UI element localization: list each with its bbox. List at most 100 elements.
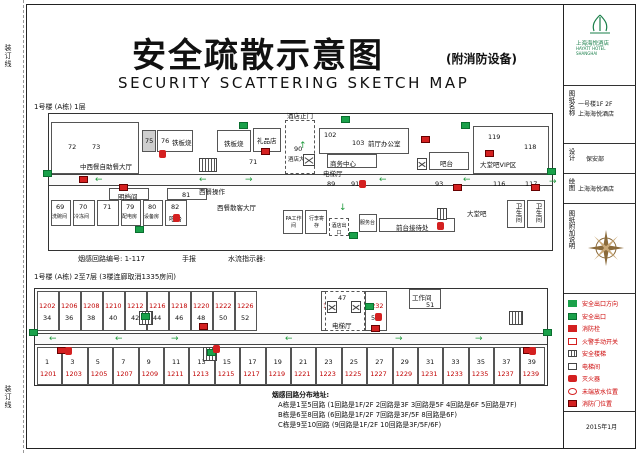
page-title-english: SECURITY SCATTERING SKETCH MAP — [118, 74, 470, 92]
room-1221: 21 1221 — [291, 347, 317, 385]
room-number: 1221 — [294, 370, 311, 378]
room-sub-number: 38 — [87, 314, 96, 322]
room-equipment: 80 设备房 — [143, 200, 163, 226]
exit-direction-icon — [568, 300, 577, 307]
room-label: 明档间 — [118, 193, 138, 201]
exit-arrow-icon: ↑ — [299, 141, 307, 151]
exit-arrow-icon: ← — [285, 334, 293, 344]
room-1237: 37 1237 — [494, 347, 520, 385]
binding-label-bottom: 装订线 — [4, 385, 12, 409]
room-sub-number: 5 — [95, 358, 100, 366]
legend-item: 消防栓 — [564, 323, 636, 334]
extinguisher-icon — [213, 345, 220, 353]
elevator-icon — [303, 154, 315, 166]
legend-item: 电梯间 — [564, 361, 636, 372]
stairs-icon — [568, 350, 577, 357]
room-sub-number: 37 — [502, 358, 511, 366]
room-label: 前台接待处 — [396, 224, 429, 232]
hydrant-icon — [453, 184, 462, 191]
legend-item: 火警手动开关 — [564, 336, 636, 347]
room-label: 服务台 — [360, 220, 376, 226]
room-number: 80 — [148, 203, 157, 211]
room-75: 75 — [142, 130, 156, 152]
exit-icon — [349, 232, 358, 239]
floor1-route-label: 烟感回路编号: 1-117 — [78, 255, 145, 263]
room-number: 51 — [426, 301, 435, 309]
room-number: 81 — [182, 191, 191, 199]
sidebar-label: 设计 — [567, 148, 575, 161]
room-sub-number: 29 — [400, 358, 409, 366]
hydrant-icon — [371, 325, 380, 332]
room-sub-number: 13 — [197, 358, 206, 366]
room-label: 西餐操作 — [199, 188, 225, 196]
binding-margin: 装订线 装订线 — [0, 0, 24, 453]
legend-label: 电梯间 — [582, 363, 601, 371]
room-business-center: 商务中心 — [327, 154, 377, 168]
room-number: 1233 — [446, 370, 463, 378]
main-entrance-label: 酒店正门 — [287, 112, 313, 120]
room-sub-number: 21 — [299, 358, 308, 366]
room-sub-number: 1 — [45, 358, 50, 366]
room-number: 1225 — [344, 370, 362, 378]
hotel-name-en: HAYATT HOTEL SHANGHAI — [576, 46, 606, 56]
room-label: 卫生间 — [534, 203, 542, 223]
room-number: 71 — [103, 203, 112, 211]
room-sub-number: 42 — [131, 314, 140, 322]
date-row: 2015年1月 — [564, 411, 636, 449]
room-label: 铁板烧 — [172, 139, 192, 147]
room-sub-number: 19 — [273, 358, 282, 366]
legend-label: 安全出口 — [582, 313, 607, 321]
exit-arrow-icon: → — [549, 177, 557, 187]
room-label: 中西餐自助餐大厅 — [80, 163, 132, 171]
restroom-2: 卫生间 — [527, 200, 545, 228]
design-row: 设计 保安部 — [564, 143, 636, 173]
extinguisher-icon — [159, 150, 166, 158]
legend-label: 火警手动开关 — [582, 338, 619, 346]
room-label: 配电房 — [122, 214, 138, 220]
room-sub-number: 48 — [197, 314, 206, 322]
room-number: 1226 — [237, 302, 254, 310]
drawing-row: 绘图 上海海悦酒店 — [564, 173, 636, 203]
service-desk: 服务台 — [359, 214, 377, 232]
exit-arrow-icon: ← — [95, 175, 103, 185]
room-label: 卫生间 — [514, 203, 522, 223]
extinguisher-icon — [173, 214, 180, 222]
notes-heading: 烟感回路分布地址: — [272, 391, 330, 399]
room-open-kitchen: 明档间 — [109, 188, 149, 201]
room-number: 1222 — [215, 302, 232, 310]
exit-arrow-icon: ← — [379, 175, 387, 185]
legend-item: 安全楼梯 — [564, 348, 636, 359]
room-number: 82 — [171, 203, 180, 211]
room-sub-number: 15 — [222, 358, 232, 366]
stairs-icon — [437, 208, 447, 220]
room-power: 79 配电房 — [121, 200, 141, 226]
escape-icon — [568, 387, 577, 395]
room-bar: 吧台 — [429, 152, 469, 170]
legend-item: 灭火器 — [564, 373, 636, 384]
extinguisher-icon — [65, 347, 72, 355]
hotel-exit: 酒店出口 — [329, 218, 349, 236]
room-number: 1237 — [497, 370, 514, 378]
drawing-date: 2015年1月 — [586, 424, 618, 431]
room-sub-number: 46 — [175, 314, 184, 322]
room-label: 工作间 — [412, 294, 432, 302]
legend-label: 安全出口方向 — [582, 301, 619, 308]
legend-item: 安全出口 — [564, 311, 636, 322]
extinguisher-icon — [375, 313, 382, 321]
floor1-corridor — [49, 174, 552, 186]
room-sub-number: 36 — [65, 314, 74, 322]
room-number: 1232 — [367, 302, 384, 310]
room-number: 1206 — [61, 302, 78, 310]
hydrant-icon — [485, 150, 494, 157]
room-number: 1239 — [522, 370, 540, 378]
hydrant-icon — [531, 184, 540, 191]
extinguisher-icon — [568, 375, 577, 382]
stairs-icon — [199, 158, 217, 172]
notes-line-2: B栋是6至8回路 (6回路是1F/2F 7回路是3F/5F 8回路是6F) — [278, 411, 457, 419]
drafter: 上海海悦酒店 — [578, 186, 615, 193]
